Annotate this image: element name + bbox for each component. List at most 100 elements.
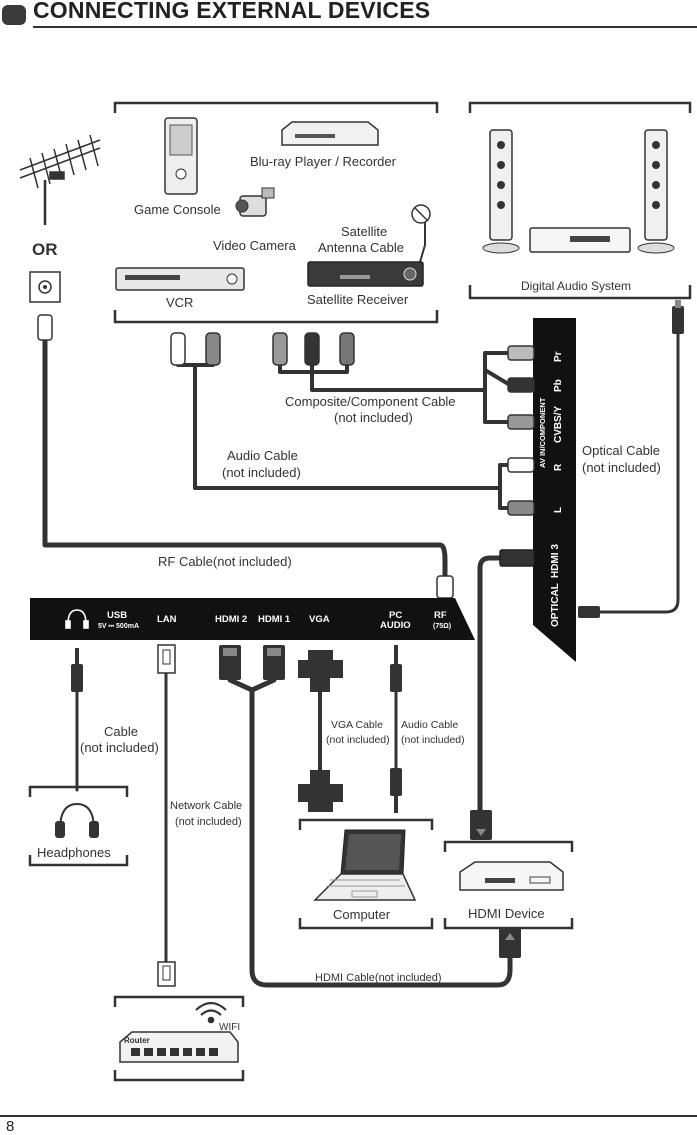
- hdmi-plug-top-device-icon: [470, 810, 492, 840]
- vcr-label: VCR: [166, 295, 193, 310]
- game-console-label: Game Console: [134, 202, 221, 217]
- plug-r: [507, 457, 535, 473]
- router-bracket: [113, 995, 245, 1082]
- digital-audio-bracket: [468, 101, 692, 300]
- video-camera-label: Video Camera: [213, 238, 297, 253]
- rca-plug-green: [272, 332, 288, 366]
- bottom-panel-labels: USB 5V ⎓ 500mA LAN HDMI 2 HDMI 1 VGA PC …: [98, 610, 451, 631]
- blu-ray-player-icon: [281, 121, 379, 146]
- rca-plug-blue: [304, 332, 320, 366]
- satellite-cable-label-2: Antenna Cable: [318, 240, 404, 255]
- or-label: OR: [32, 240, 58, 259]
- av-devices-bracket: [113, 101, 439, 324]
- bottom-hdmi1-label: HDMI 1: [258, 614, 291, 625]
- side-av-in-label: AV IN/COMPONENT: [538, 397, 547, 468]
- rf-cable-label: RF Cable(not included): [158, 554, 292, 569]
- audio-receiver-icon: [529, 227, 631, 253]
- composite-cable-label-2: (not included): [334, 410, 413, 425]
- hdmi-cable-line: [249, 677, 513, 988]
- cable-lines: [42, 327, 680, 988]
- network-cable-label-2: (not included): [175, 816, 242, 828]
- bottom-vga-label: VGA: [309, 614, 330, 625]
- composite-cable-line: [278, 351, 512, 424]
- section-badge: [2, 5, 26, 25]
- computer-bracket: [298, 818, 434, 930]
- side-pr-label: Pr: [553, 351, 564, 362]
- hdmi3-cable-line: [477, 555, 515, 813]
- vcr-icon: [115, 267, 245, 291]
- hdmi-device-label: HDMI Device: [468, 906, 545, 921]
- vga-cable-label-1: VGA Cable: [331, 719, 383, 731]
- page-number: 8: [6, 1118, 15, 1135]
- audio-cable-label-1: Audio Cable: [227, 448, 298, 463]
- rf-plug-panel-icon: [436, 575, 454, 599]
- footer-divider: [0, 1115, 697, 1117]
- audio-cable-label-2: (not included): [222, 465, 301, 480]
- hdmi2-plug-icon: [219, 645, 241, 680]
- digital-audio-label: Digital Audio System: [521, 279, 631, 293]
- bottom-hdmi2-label: HDMI 2: [215, 614, 247, 625]
- side-r-label: R: [553, 463, 564, 471]
- computer-label: Computer: [333, 907, 391, 922]
- headphone-cable-label-2: (not included): [80, 740, 159, 755]
- plug-l: [507, 500, 535, 516]
- rca-plug-red-2: [339, 332, 355, 366]
- rca-plug-white: [170, 332, 186, 366]
- satellite-receiver-label: Satellite Receiver: [307, 292, 409, 307]
- plug-hdmi3: [499, 549, 535, 567]
- rca-plug-red: [205, 332, 221, 366]
- pc-audio-plug-top-icon: [390, 645, 402, 692]
- vga-cable-label-2: (not included): [326, 734, 390, 746]
- header-divider: [33, 26, 697, 28]
- optical-plug-top-icon: [672, 300, 684, 334]
- rca-plugs: [170, 332, 355, 366]
- pc-audio-cable-label-1: Audio Cable: [401, 719, 458, 731]
- headphone-plug-icon: [71, 648, 83, 692]
- bottom-lan-label: LAN: [157, 614, 177, 625]
- blu-ray-label: Blu-ray Player / Recorder: [250, 154, 397, 169]
- side-panel-plugs: [499, 345, 600, 618]
- hdmi-plug-bottom-device-icon: [499, 928, 521, 958]
- composite-cable-label-1: Composite/Component Cable: [285, 394, 456, 409]
- headphones-bracket: [28, 785, 129, 867]
- vga-plug-bottom-icon: [298, 770, 343, 812]
- pc-audio-cable-label-2: (not included): [401, 734, 465, 746]
- hdmi-cable-label: HDMI Cable(not included): [315, 972, 442, 984]
- audio-cable-line: [176, 363, 514, 510]
- bottom-audio-label: AUDIO: [380, 620, 411, 631]
- side-hdmi3-label: HDMI 3: [550, 544, 561, 578]
- dvd-player-icon: [459, 861, 564, 891]
- side-l-label: L: [553, 507, 564, 513]
- side-input-panel: [533, 318, 576, 662]
- lan-plug-router-icon: [157, 961, 176, 987]
- rf-cable-line: [42, 327, 448, 588]
- video-camera-icon: [235, 187, 275, 217]
- plug-pr: [507, 345, 535, 361]
- page-title: CONNECTING EXTERNAL DEVICES: [33, 0, 431, 23]
- headphone-cable-label-1: Cable: [104, 724, 138, 739]
- side-cvbs-label: CVBS/Y: [553, 405, 564, 443]
- router-icon: [119, 1031, 239, 1063]
- router-label: Router: [124, 1036, 150, 1045]
- side-optical-label: OPTICAL: [550, 583, 561, 627]
- plug-optical: [578, 606, 600, 618]
- wifi-icon: [195, 1001, 227, 1024]
- network-cable-label-1: Network Cable: [170, 800, 242, 812]
- speaker-right-icon: [637, 129, 675, 254]
- laptop-icon: [313, 829, 417, 901]
- hdmi1-plug-icon: [263, 645, 285, 680]
- pc-audio-plug-bottom-icon: [390, 768, 402, 813]
- optical-cable-label-1: Optical Cable: [582, 443, 660, 458]
- bottom-rf-label: RF: [434, 610, 447, 621]
- optical-cable-line: [596, 328, 680, 614]
- speaker-left-icon: [482, 129, 520, 254]
- bottom-usb-label: USB: [107, 610, 127, 621]
- headphones-label: Headphones: [37, 845, 111, 860]
- satellite-dish-icon: [411, 204, 431, 263]
- bottom-pc-label: PC: [389, 610, 402, 621]
- side-panel-labels: Pr Pb CVBS/Y AV IN/COMPONENT R L HDMI 3 …: [538, 351, 564, 627]
- optical-cable-label-2: (not included): [582, 460, 661, 475]
- lan-plug-icon: [157, 644, 176, 674]
- plug-pb: [507, 377, 535, 393]
